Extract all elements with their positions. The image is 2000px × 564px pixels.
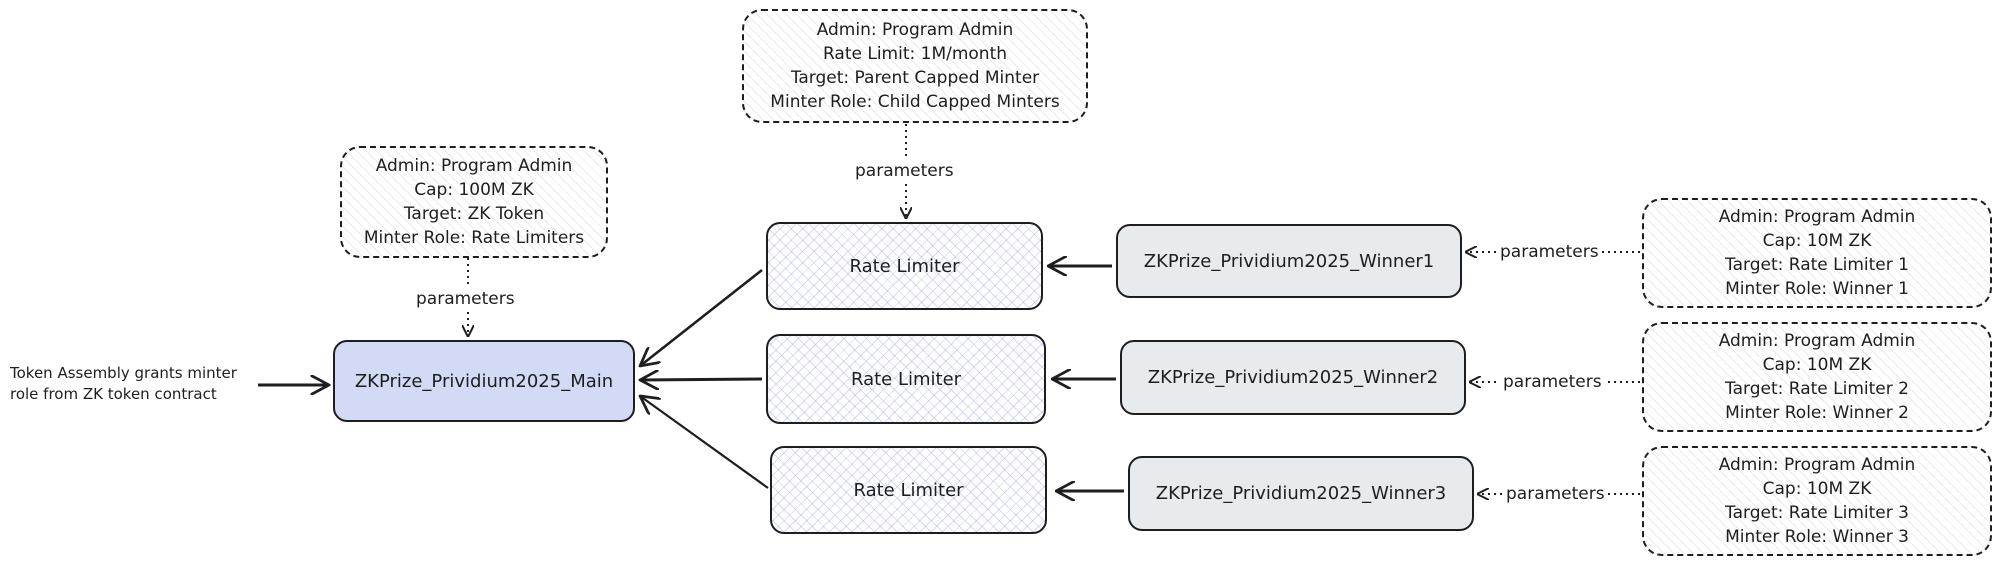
param-line: Cap: 10M ZK — [1762, 355, 1872, 375]
param-line: Admin: Program Admin — [816, 20, 1014, 40]
param-line: Cap: 100M ZK — [414, 180, 534, 200]
param-line: Cap: 10M ZK — [1762, 231, 1872, 251]
param-line: Cap: 10M ZK — [1762, 479, 1872, 499]
winner-label: ZKPrize_Prividium2025_Winner1 — [1143, 250, 1435, 272]
main-node[interactable]: ZKPrize_Prividium2025_Main — [333, 340, 635, 422]
main-params-label: parameters — [413, 288, 518, 310]
main-params-box: Admin: Program Admin Cap: 100M ZK Target… — [340, 146, 608, 258]
param-line: Admin: Program Admin — [1718, 207, 1916, 227]
winner-label: ZKPrize_Prividium2025_Winner2 — [1147, 367, 1439, 388]
winner-1-node[interactable]: ZKPrize_Prividium2025_Winner1 — [1116, 224, 1462, 298]
param-line: Admin: Program Admin — [1718, 331, 1916, 351]
winner-3-node[interactable]: ZKPrize_Prividium2025_Winner3 — [1128, 456, 1474, 531]
rate-limiter-1[interactable]: Rate Limiter — [766, 222, 1043, 310]
param-line: Target: Rate Limiter 2 — [1725, 379, 1909, 399]
arrow-limiter3-to-main — [640, 396, 769, 489]
rate-limiter-label: Rate Limiter — [853, 479, 964, 501]
rate-limiter-params-label: parameters — [852, 160, 957, 182]
winner-2-params-label: parameters — [1500, 371, 1605, 393]
param-line: Minter Role: Rate Limiters — [363, 228, 585, 248]
param-line: Target: Parent Capped Minter — [790, 68, 1040, 88]
param-line: Target: ZK Token — [403, 204, 545, 224]
arrow-limiter2-to-main — [640, 379, 763, 380]
param-line: Target: Rate Limiter 3 — [1725, 503, 1909, 523]
winner-2-node[interactable]: ZKPrize_Prividium2025_Winner2 — [1120, 340, 1466, 415]
param-line: Minter Role: Winner 2 — [1725, 403, 1909, 423]
winner-3-params-label: parameters — [1503, 483, 1608, 505]
rate-limiter-label: Rate Limiter — [850, 368, 962, 390]
param-line: Rate Limit: 1M/month — [822, 44, 1008, 64]
rate-limiter-params-box: Admin: Program Admin Rate Limit: 1M/mont… — [742, 9, 1088, 123]
winner-3-params-box: Admin: Program Admin Cap: 10M ZK Target:… — [1642, 446, 1992, 556]
param-line: Target: Rate Limiter 1 — [1725, 255, 1909, 275]
winner-label: ZKPrize_Prividium2025_Winner3 — [1155, 483, 1447, 504]
param-line: Admin: Program Admin — [375, 156, 573, 176]
param-line: Minter Role: Child Capped Minters — [770, 92, 1060, 112]
rate-limiter-label: Rate Limiter — [849, 255, 960, 277]
param-line: Minter Role: Winner 3 — [1725, 527, 1909, 547]
note-line-2: role from ZK token contract — [10, 385, 217, 403]
rate-limiter-2[interactable]: Rate Limiter — [766, 334, 1046, 424]
winner-1-params-label: parameters — [1497, 241, 1602, 263]
winner-1-params-box: Admin: Program Admin Cap: 10M ZK Target:… — [1642, 198, 1992, 308]
arrow-limiter1-to-main — [640, 268, 763, 366]
note-line-1: Token Assembly grants minter — [10, 364, 237, 382]
param-line: Admin: Program Admin — [1718, 455, 1916, 475]
token-assembly-note: Token Assembly grants minter role from Z… — [10, 363, 237, 405]
rate-limiter-3[interactable]: Rate Limiter — [770, 446, 1047, 534]
main-node-label: ZKPrize_Prividium2025_Main — [354, 370, 614, 392]
param-line: Minter Role: Winner 1 — [1725, 279, 1909, 299]
winner-2-params-box: Admin: Program Admin Cap: 10M ZK Target:… — [1642, 322, 1992, 432]
